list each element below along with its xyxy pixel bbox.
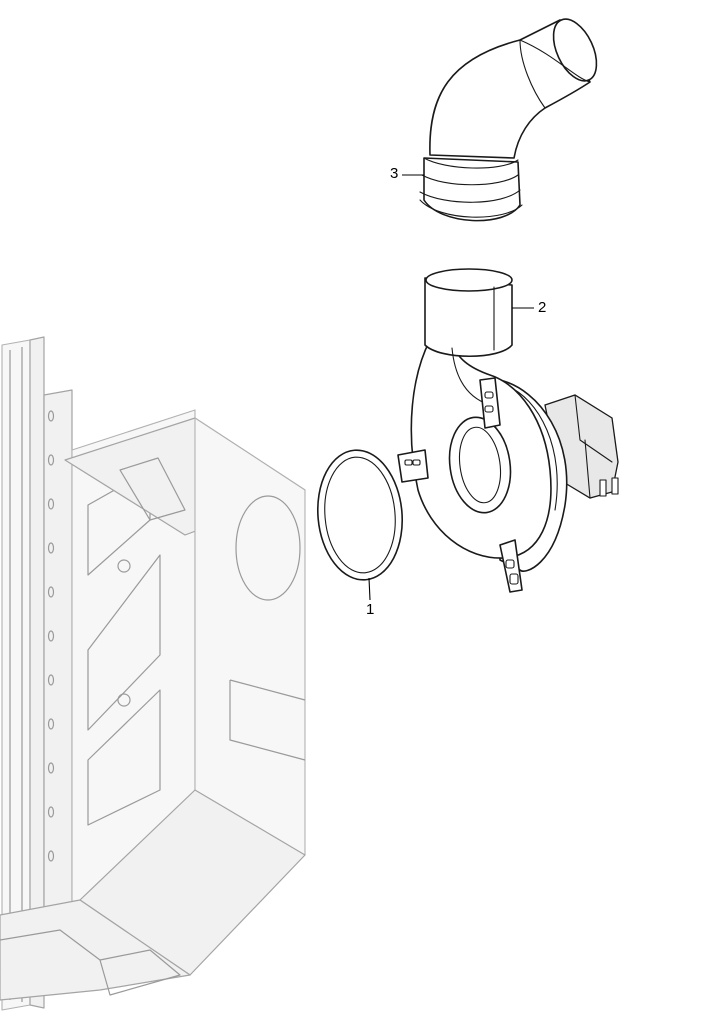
fan-housing	[397, 268, 619, 593]
leader-line-1	[368, 577, 371, 601]
callout-elbow-3: 3	[390, 165, 399, 182]
mounting-frame-ghost	[0, 336, 306, 1011]
callout-gasket-1: 1	[366, 601, 375, 618]
gasket-ring	[316, 449, 404, 581]
elbow-pipe	[419, 18, 598, 222]
callout-fan-housing-2: 2	[538, 299, 547, 316]
